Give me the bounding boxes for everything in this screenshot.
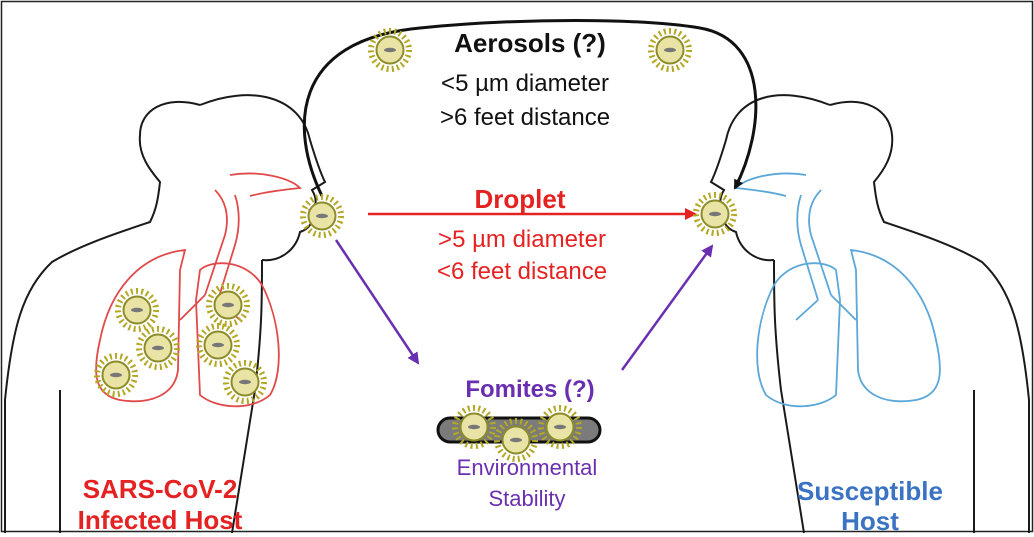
droplet-size: >5 µm diameter [392,226,652,254]
virus-icon [97,356,135,394]
susceptible-host-silhouette [711,95,1029,533]
virus-icon [303,197,341,235]
infected-host-label-line2: Infected Host [40,505,280,536]
susceptible-host-label-line2: Host [770,506,970,537]
droplet-distance: <6 feet distance [392,258,652,286]
infected-host-label-line1: SARS-CoV-2 [40,474,280,505]
virus-icon [118,291,156,329]
aerosols-title: Aerosols (?) [415,28,645,59]
virus-icon [371,31,409,69]
fomites-caption-line2: Stability [412,486,642,512]
virus-icon [199,326,237,364]
fomites-title: Fomites (?) [430,376,630,404]
aerosols-size: <5 µm diameter [395,70,655,98]
virus-icon [651,31,689,69]
droplet-title: Droplet [415,184,625,215]
infected-host-silhouette [5,95,325,533]
virus-icon [139,329,177,367]
virus-icon [209,286,247,324]
susceptible-lungs [736,173,940,406]
aerosols-distance: >6 feet distance [395,104,655,132]
susceptible-host-label-line1: Susceptible [770,476,970,507]
fomites-caption-line1: Environmental [412,455,642,481]
